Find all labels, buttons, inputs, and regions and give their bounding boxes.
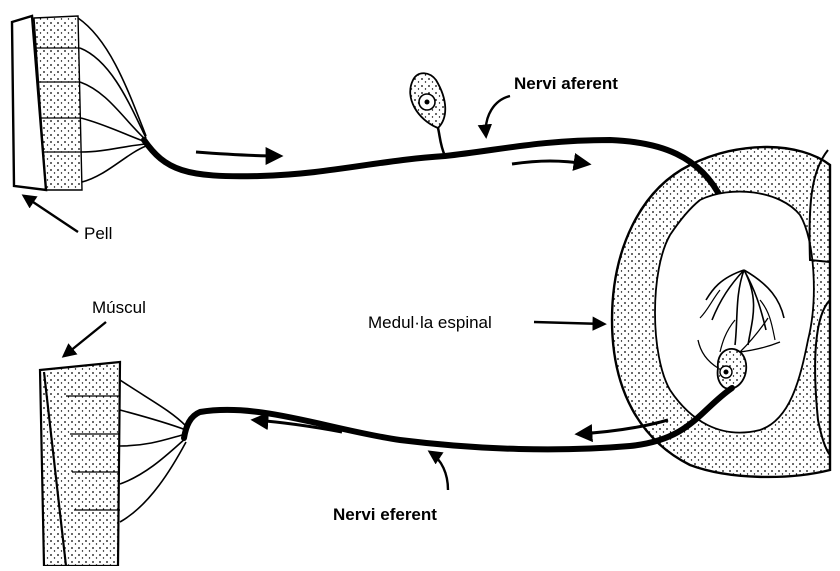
ganglion-cell [410,73,445,156]
muscle-tissue [40,362,186,566]
skin-pointer [24,196,78,232]
efferent-nerve-label: Nervi eferent [333,505,437,525]
efferent-pointer [430,452,448,490]
spinal-cord-pointer [534,322,604,324]
skin-tissue [12,16,146,190]
afferent-arrow-2 [512,161,588,164]
afferent-arrow-1 [196,152,280,156]
muscle-label: Múscul [92,298,146,318]
spinal-cord [612,147,830,477]
direction-arrows [196,152,668,434]
spinal-cord-label: Medul·la espinal [368,313,492,333]
skin-label: Pell [84,224,112,244]
afferent-nerve-label: Nervi aferent [514,74,618,94]
muscle-pointer [64,322,106,356]
afferent-pointer [486,96,510,136]
